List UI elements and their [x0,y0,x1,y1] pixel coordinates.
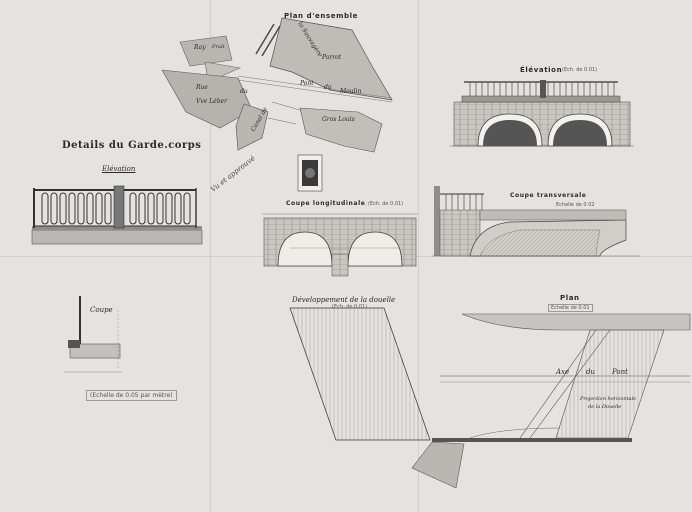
map-label: Vve Léber [196,98,227,105]
longitudinal-title: Coupe longitudinale [286,200,366,207]
longitudinal-scale: (Ech. de 0.01) [368,201,404,207]
site-plan-title: Plan d'ensemble [284,12,358,20]
longitudinal-section [262,213,418,277]
map-label: Moulin [340,88,362,95]
plan-scale: Echelle de 0.01 [548,304,593,312]
map-label: du [324,84,332,91]
fold-line [418,0,419,512]
fold-line [210,0,211,512]
tax-stamp [297,154,323,192]
railing-section [64,296,122,373]
bridge-plan [411,313,691,489]
plan-title: Plan [560,294,580,302]
plan-axis-word: Axe [556,368,570,376]
map-label: Ray [194,44,206,51]
plan-note: Projection horizontale [580,396,637,402]
details-scale: (Echelle de 0.05 par mètre) [86,390,177,401]
plan-axis-word: Pont [612,368,628,376]
map-label: Pont [300,80,314,87]
map-label: Fruit [212,44,225,50]
transverse-scale: Echelle de 0.02 [556,202,595,208]
transverse-title: Coupe transversale [510,192,587,199]
details-title: Details du Garde.corps [62,140,202,151]
plan-note: de la Douelle [588,404,622,410]
map-label: Parrot [322,54,342,61]
map-label: Rue [196,84,208,91]
map-label: du [240,88,248,95]
elevation-scale: (Ech. de 0.01) [562,67,598,73]
transverse-section [432,186,640,257]
site-plan [161,17,393,153]
elevation-title: Élévation [520,66,563,74]
plan-axis-word: du [586,368,595,376]
railing-elevation [31,185,203,245]
railing-elevation-label: Elévation [102,165,136,173]
bridge-elevation [450,80,634,147]
development-title: Développement de la douelle [292,296,396,304]
railing-section-label: Coupe [90,306,113,314]
intrados-development [289,307,431,441]
development-scale: (Ech. de 0.01) [332,304,368,310]
map-label: Gros Louis [322,116,355,123]
